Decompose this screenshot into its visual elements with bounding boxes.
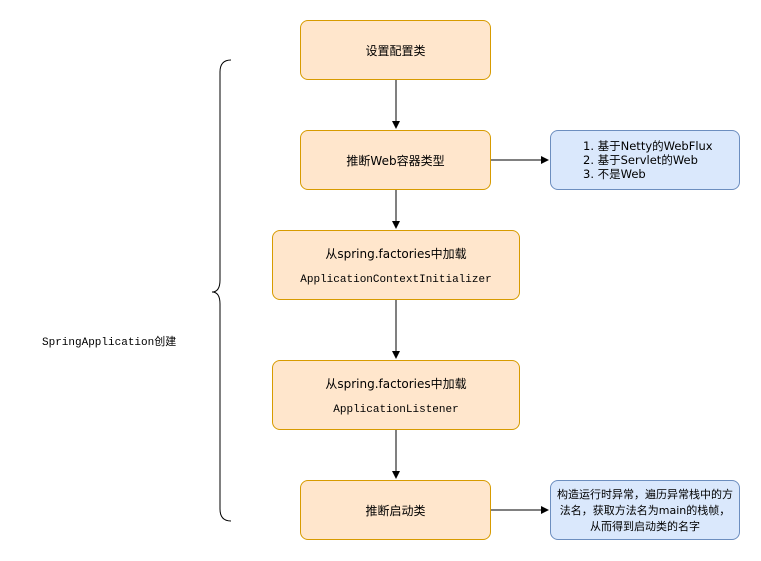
step-label: 从spring.factories中加载 [325,246,467,261]
note-line: 3. 不是Web [583,167,646,181]
step-set-config-class: 设置配置类 [300,20,491,80]
note-line: 1. 基于Netty的WebFlux [583,139,713,153]
step-label: 推断启动类 [365,503,426,518]
note-line: 2. 基于Servlet的Web [583,153,698,167]
step-infer-main-class: 推断启动类 [300,480,491,540]
brace [211,59,232,522]
step-code: ApplicationListener [333,403,459,416]
note-main-class: 构造运行时异常，遍历异常栈中的方法名，获取方法名为main的栈帧，从而得到启动类… [550,480,740,540]
step-code: ApplicationContextInitializer [300,273,492,286]
note-web-types: 1. 基于Netty的WebFlux 2. 基于Servlet的Web 3. 不… [550,130,740,190]
spring-application-label: SpringApplication创建 [42,337,177,349]
step-infer-web-type: 推断Web容器类型 [300,130,491,190]
step-label: 设置配置类 [365,43,426,58]
step-label: 从spring.factories中加载 [325,376,467,391]
step-load-listeners: 从spring.factories中加载 ApplicationListener [272,360,520,430]
step-load-initializers: 从spring.factories中加载 ApplicationContextI… [272,230,520,300]
step-label: 推断Web容器类型 [346,153,445,168]
note-text: 构造运行时异常，遍历异常栈中的方法名，获取方法名为main的栈帧，从而得到启动类… [557,488,733,533]
